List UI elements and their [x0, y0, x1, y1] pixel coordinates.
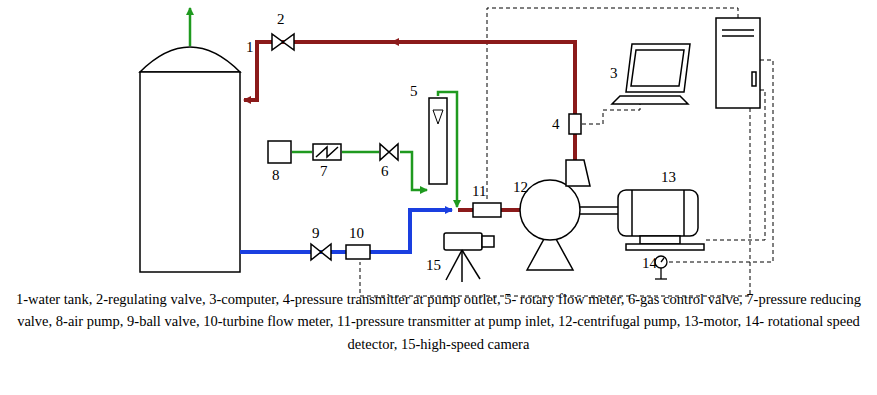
- pressure-reducing-valve: [316, 147, 338, 157]
- rotational-speed-detector: [660, 268, 661, 279]
- signal-wire: [360, 8, 773, 296]
- callout-number: 7: [320, 164, 328, 179]
- high-speed-camera: [462, 250, 480, 279]
- callout-number: 9: [312, 226, 320, 241]
- gas-pipe: [292, 92, 457, 207]
- high-speed-camera: [444, 233, 482, 250]
- shaft: [580, 206, 618, 208]
- callout-number: 4: [552, 117, 560, 132]
- motor: [626, 244, 704, 250]
- callout-number: 14: [642, 256, 657, 271]
- computer: [631, 50, 684, 86]
- gas-pipe: [400, 152, 427, 190]
- pressure-reducing-valve: [313, 144, 341, 160]
- signal-wire: [705, 90, 765, 240]
- computer: [722, 29, 754, 31]
- callout-number: 6: [381, 164, 389, 179]
- rotary-flow-meter: [433, 110, 443, 124]
- gas-control-valve: [380, 144, 398, 160]
- rotary-flow-meter: [429, 98, 447, 184]
- inlet-pressure-transmitter: [473, 203, 501, 217]
- regulating-valve: [272, 34, 294, 50]
- centrifugal-pump: [520, 160, 590, 270]
- motor: [618, 190, 698, 236]
- callout-number: 12: [513, 180, 528, 195]
- computer: [716, 18, 760, 108]
- centrifugal-pump: [566, 160, 590, 186]
- callout-number: 15: [426, 258, 441, 273]
- regulating-valve: [272, 34, 294, 50]
- computer: [752, 72, 756, 86]
- pressure-reducing-valve: [313, 144, 341, 160]
- gas-pipe: [342, 151, 379, 154]
- motor: [631, 190, 633, 236]
- callout-number: 3: [610, 66, 618, 81]
- air-pump: [268, 141, 291, 163]
- caption-text: 1-water tank, 2-regulating valve, 3-comp…: [16, 291, 861, 352]
- rotational-speed-detector: [655, 278, 667, 279]
- gas-pipe: [292, 151, 312, 154]
- water-tank: [140, 47, 240, 272]
- turbine-flow-meter: [346, 245, 370, 259]
- callout-number: 8: [272, 168, 280, 183]
- rotational-speed-detector: [661, 258, 664, 262]
- return-pipe: [244, 42, 575, 160]
- return-pipe: [244, 42, 575, 160]
- centrifugal-pump: [520, 180, 580, 240]
- motor: [683, 190, 685, 236]
- water-tank: [140, 47, 240, 72]
- high-speed-camera: [461, 250, 463, 282]
- rotary-flow-meter: [429, 98, 447, 184]
- vent-arrow: [189, 8, 192, 46]
- motor: [618, 190, 704, 250]
- shaft: [580, 213, 618, 215]
- high-speed-camera: [482, 236, 494, 247]
- signal-wire: [487, 8, 738, 202]
- gas-control-valve: [380, 144, 398, 160]
- callout-number: 5: [410, 84, 418, 99]
- return-pipe: [392, 40, 420, 44]
- outlet-pressure-transmitter: [569, 114, 581, 134]
- figure-caption: 1-water tank, 2-regulating valve, 3-comp…: [6, 288, 871, 355]
- computer: [722, 35, 754, 37]
- computer: [612, 96, 688, 104]
- callout-number: 10: [349, 226, 364, 241]
- callout-number: 13: [661, 170, 676, 185]
- shaft: [580, 207, 618, 214]
- callout-number: 11: [472, 184, 486, 199]
- water-tank: [140, 72, 240, 272]
- computer: [612, 18, 760, 108]
- high-speed-camera: [446, 250, 462, 280]
- high-speed-camera: [444, 233, 494, 282]
- callout-number: 1: [246, 40, 254, 55]
- ball-valve: [311, 244, 331, 260]
- signal-wire: [360, 108, 750, 296]
- callout-number: 2: [277, 12, 285, 27]
- computer: [626, 44, 690, 92]
- motor: [640, 236, 680, 244]
- ball-valve: [311, 244, 331, 260]
